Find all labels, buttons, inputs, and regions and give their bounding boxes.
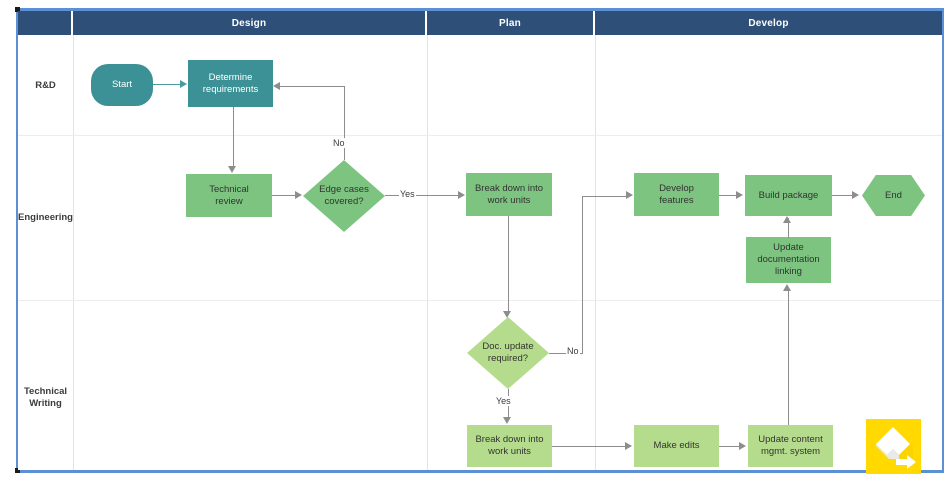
- node-break-down-work-units-techwriting-line1: Break down into: [475, 434, 544, 445]
- edge-determine-to-techreview: [233, 107, 235, 167]
- phase-header-blank: [18, 11, 73, 35]
- arrow-edgecases-no-to-determine: [273, 82, 280, 90]
- node-edge-cases-covered-line1: Edge cases: [319, 184, 369, 195]
- edge-edgecases-no-horizontal: [280, 86, 345, 88]
- edge-docupdate-no-vertical: [582, 196, 584, 354]
- edge-label-yes-edgecases: Yes: [399, 189, 416, 199]
- arrow-determine-to-techreview: [228, 166, 236, 173]
- lane-label-engineering: Engineering: [18, 212, 73, 223]
- selection-frame-left: [16, 8, 19, 473]
- node-update-content-mgmt-system[interactable]: Update content mgmt. system: [748, 425, 833, 467]
- edge-breakdown1-to-docupdate: [508, 216, 510, 313]
- arrow-techreview-to-edgecases: [295, 191, 302, 199]
- node-update-content-mgmt-system-line2: mgmt. system: [760, 446, 821, 457]
- lane-divider-label-col: [73, 35, 74, 470]
- edge-label-no-edgecases: No: [332, 138, 346, 148]
- lane-label-technical-writing-line2: Writing: [29, 398, 62, 409]
- node-doc-update-required-label: Doc. update required?: [467, 317, 549, 389]
- smartdraw-logo[interactable]: [866, 419, 921, 474]
- arrow-updatecms-to-updatedoc: [783, 284, 791, 291]
- node-break-down-work-units-engineering-line2: work units: [487, 194, 531, 206]
- node-edge-cases-covered-line2: covered?: [324, 196, 364, 207]
- node-end-shape: [862, 175, 925, 216]
- selection-frame-bottom: [16, 470, 944, 473]
- arrow-updatedoc-to-buildpkg: [783, 216, 791, 223]
- selection-frame-right: [941, 8, 944, 473]
- node-technical-review-line2: review: [215, 195, 243, 207]
- edge-breakdown2-to-makeedits: [552, 446, 626, 448]
- edge-label-no-docupdate: No: [566, 346, 580, 356]
- node-technical-review-line1: Technical: [209, 183, 249, 195]
- node-edge-cases-covered-label: Edge cases covered?: [303, 160, 385, 232]
- edge-updatedoc-to-buildpkg: [788, 218, 790, 238]
- arrow-docupdate-no-to-develop: [626, 191, 633, 199]
- node-update-documentation-linking[interactable]: Update documentation linking: [746, 237, 831, 283]
- node-update-documentation-linking-line3: linking: [775, 266, 802, 277]
- node-end[interactable]: End: [862, 175, 925, 216]
- edge-label-yes-docupdate: Yes: [495, 396, 512, 406]
- edge-edgecases-no-vertical: [344, 86, 346, 160]
- node-update-documentation-linking-line1: Update: [773, 242, 804, 253]
- node-break-down-work-units-engineering[interactable]: Break down into work units: [466, 173, 552, 216]
- node-doc-update-required-line2: required?: [487, 353, 529, 364]
- resize-handle-bottom-left[interactable]: [15, 468, 20, 473]
- arrow-buildpkg-to-end: [852, 191, 859, 199]
- lane-label-rd: R&D: [35, 80, 56, 91]
- node-break-down-work-units-techwriting[interactable]: Break down into work units: [467, 425, 552, 467]
- node-determine-requirements[interactable]: Determine requirements: [188, 60, 273, 107]
- arrow-edgecases-yes-to-breakdown1: [458, 191, 465, 199]
- node-update-content-mgmt-system-line1: Update content: [758, 434, 823, 445]
- node-end-label: End: [885, 190, 902, 201]
- node-update-documentation-linking-line2: documentation: [757, 254, 820, 265]
- node-build-package[interactable]: Build package: [745, 175, 832, 216]
- arrow-makeedits-to-updatecms: [739, 442, 746, 450]
- edge-develop-to-buildpkg: [719, 195, 737, 197]
- selection-frame-top: [16, 8, 944, 11]
- node-break-down-work-units-techwriting-line2: work units: [488, 446, 531, 457]
- node-develop-features-line2: features: [659, 194, 694, 206]
- node-make-edits[interactable]: Make edits: [634, 425, 719, 467]
- phase-divider-design-plan: [427, 35, 428, 470]
- node-determine-requirements-line2: requirements: [202, 83, 259, 95]
- arrow-start-to-determine: [180, 80, 187, 88]
- edge-techreview-to-edgecases: [272, 195, 296, 197]
- arrow-breakdown1-to-docupdate: [503, 311, 511, 318]
- edge-docupdate-no-horizontal: [582, 196, 627, 198]
- smartdraw-logo-icon: [876, 427, 916, 469]
- phase-header-develop[interactable]: Develop: [595, 11, 942, 35]
- edge-buildpkg-to-end: [832, 195, 853, 197]
- lane-label-technical-writing-line1: Technical: [23, 386, 68, 397]
- phase-header-band: Design Plan Develop: [18, 11, 942, 35]
- node-start[interactable]: Start: [91, 64, 153, 106]
- node-develop-features[interactable]: Develop features: [634, 173, 719, 216]
- edge-edgecases-yes-to-breakdown1: [385, 195, 459, 197]
- arrow-breakdown2-to-makeedits: [625, 442, 632, 450]
- node-doc-update-required[interactable]: Doc. update required?: [467, 317, 549, 389]
- edge-makeedits-to-updatecms: [719, 446, 740, 448]
- lane-divider-engineering-techwriting: [18, 300, 942, 301]
- resize-handle-top-left[interactable]: [15, 7, 20, 12]
- arrow-docupdate-yes-to-breakdown2: [503, 417, 511, 424]
- phase-header-plan[interactable]: Plan: [427, 11, 595, 35]
- node-doc-update-required-line1: Doc. update: [482, 341, 534, 352]
- node-edge-cases-covered[interactable]: Edge cases covered?: [303, 160, 385, 232]
- node-determine-requirements-line1: Determine: [208, 71, 253, 83]
- lane-divider-rd-engineering: [18, 135, 942, 136]
- lane-label-technical-writing: Technical Writing: [18, 386, 73, 410]
- node-break-down-work-units-engineering-line1: Break down into: [474, 182, 544, 194]
- edge-start-to-determine: [153, 84, 181, 86]
- node-technical-review[interactable]: Technical review: [186, 174, 272, 217]
- arrow-develop-to-buildpkg: [736, 191, 743, 199]
- phase-header-design[interactable]: Design: [73, 11, 427, 35]
- node-develop-features-line1: Develop: [659, 182, 694, 194]
- phase-divider-plan-develop: [595, 35, 596, 470]
- edge-updatecms-to-updatedoc: [788, 288, 790, 426]
